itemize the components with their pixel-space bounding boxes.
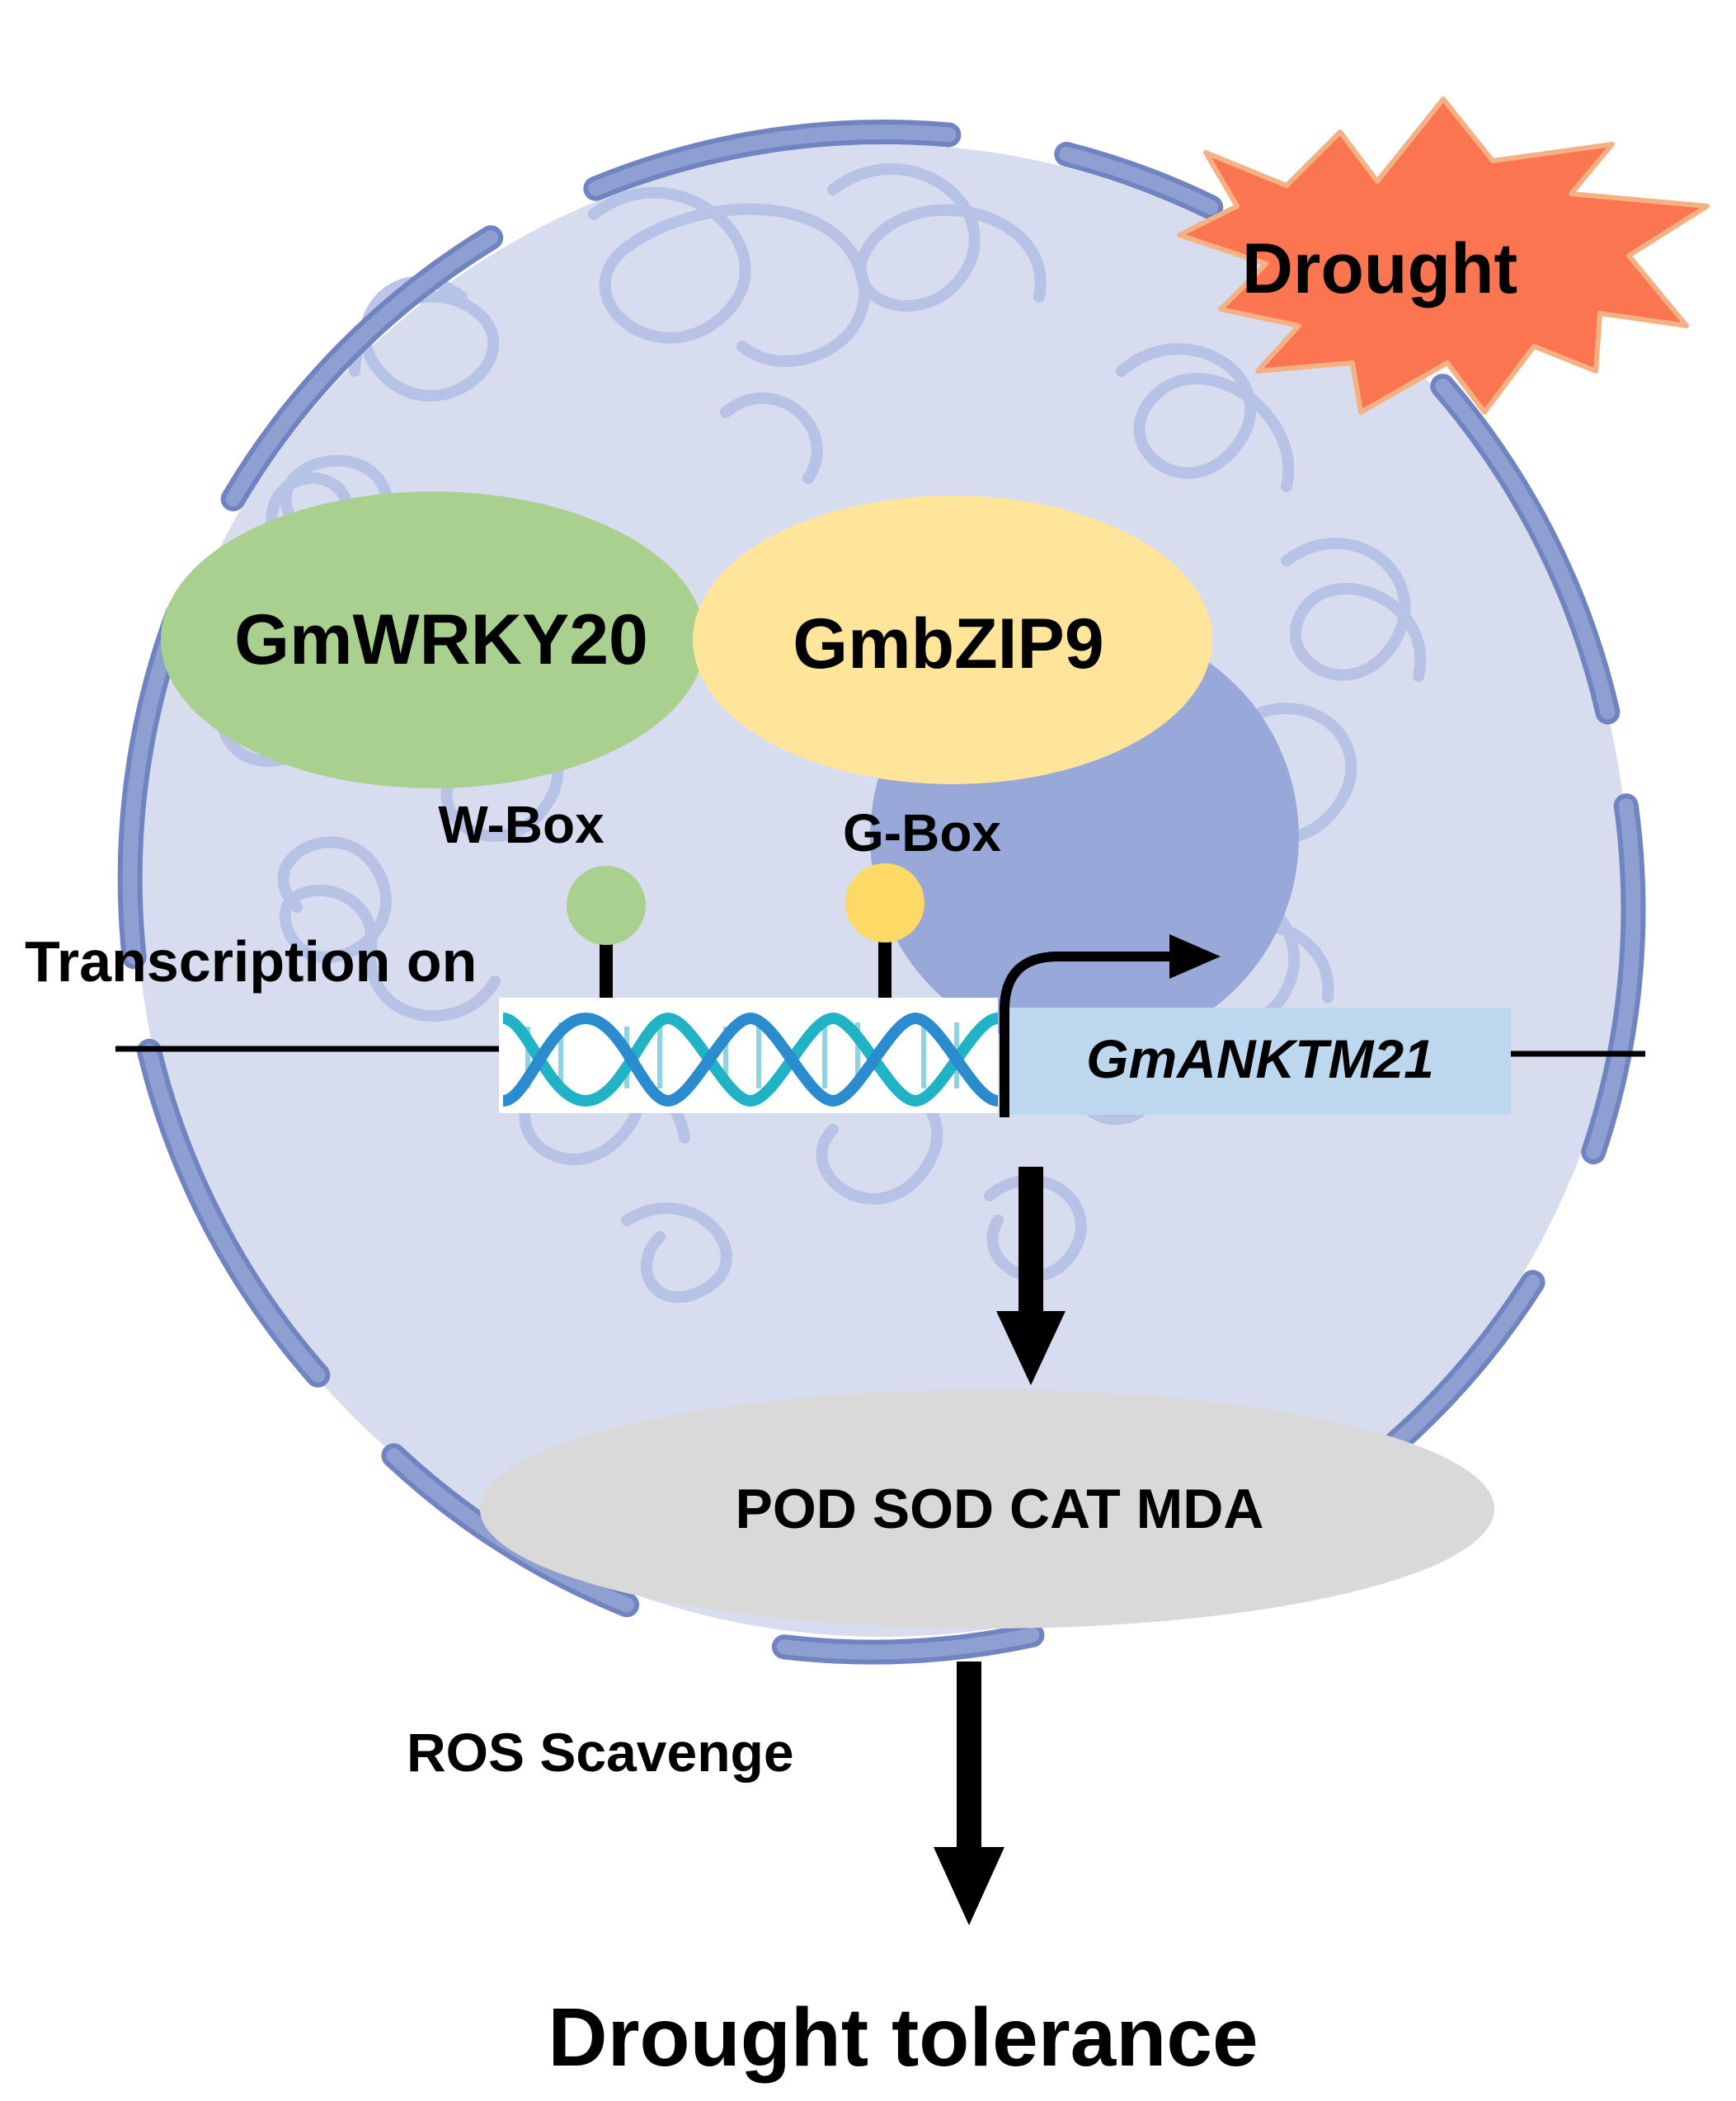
dna-helix: [499, 998, 1000, 1113]
w-box-label: W-Box: [438, 795, 605, 854]
transcription-start-arrow: [1000, 952, 1171, 1117]
gmwrky20-protein: [161, 491, 705, 788]
arrow-to-tolerance-head: [934, 1847, 1004, 1925]
enzymes-ellipse: [480, 1389, 1494, 1629]
gene-label: GmANKTM21: [1086, 1028, 1434, 1089]
ros-scavenge-label: ROS Scavenge: [407, 1722, 794, 1783]
w-box-marker: [567, 866, 646, 945]
drought-label: Drought: [1242, 229, 1517, 308]
gene-box: [1006, 1008, 1511, 1115]
drought-starburst: [1177, 96, 1710, 415]
gmbzip9-protein: [693, 496, 1212, 784]
transcription-label: Transcription on: [25, 929, 477, 994]
enzymes-label: POD SOD CAT MDA: [736, 1478, 1264, 1540]
g-box-label: G-Box: [843, 803, 1001, 862]
drought-tolerance-label: Drought tolerance: [548, 1991, 1258, 2084]
gmbzip9-label: GmbZIP9: [793, 604, 1104, 684]
arrow-to-enzymes-head: [996, 1311, 1066, 1385]
g-box-marker: [845, 863, 924, 942]
arrow-to-tolerance-shaft: [957, 1662, 981, 1851]
arrow-to-enzymes-shaft: [1019, 1167, 1043, 1315]
gmwrky20-label: GmWRKY20: [234, 600, 648, 679]
transcription-start-arrowhead: [1169, 934, 1221, 979]
